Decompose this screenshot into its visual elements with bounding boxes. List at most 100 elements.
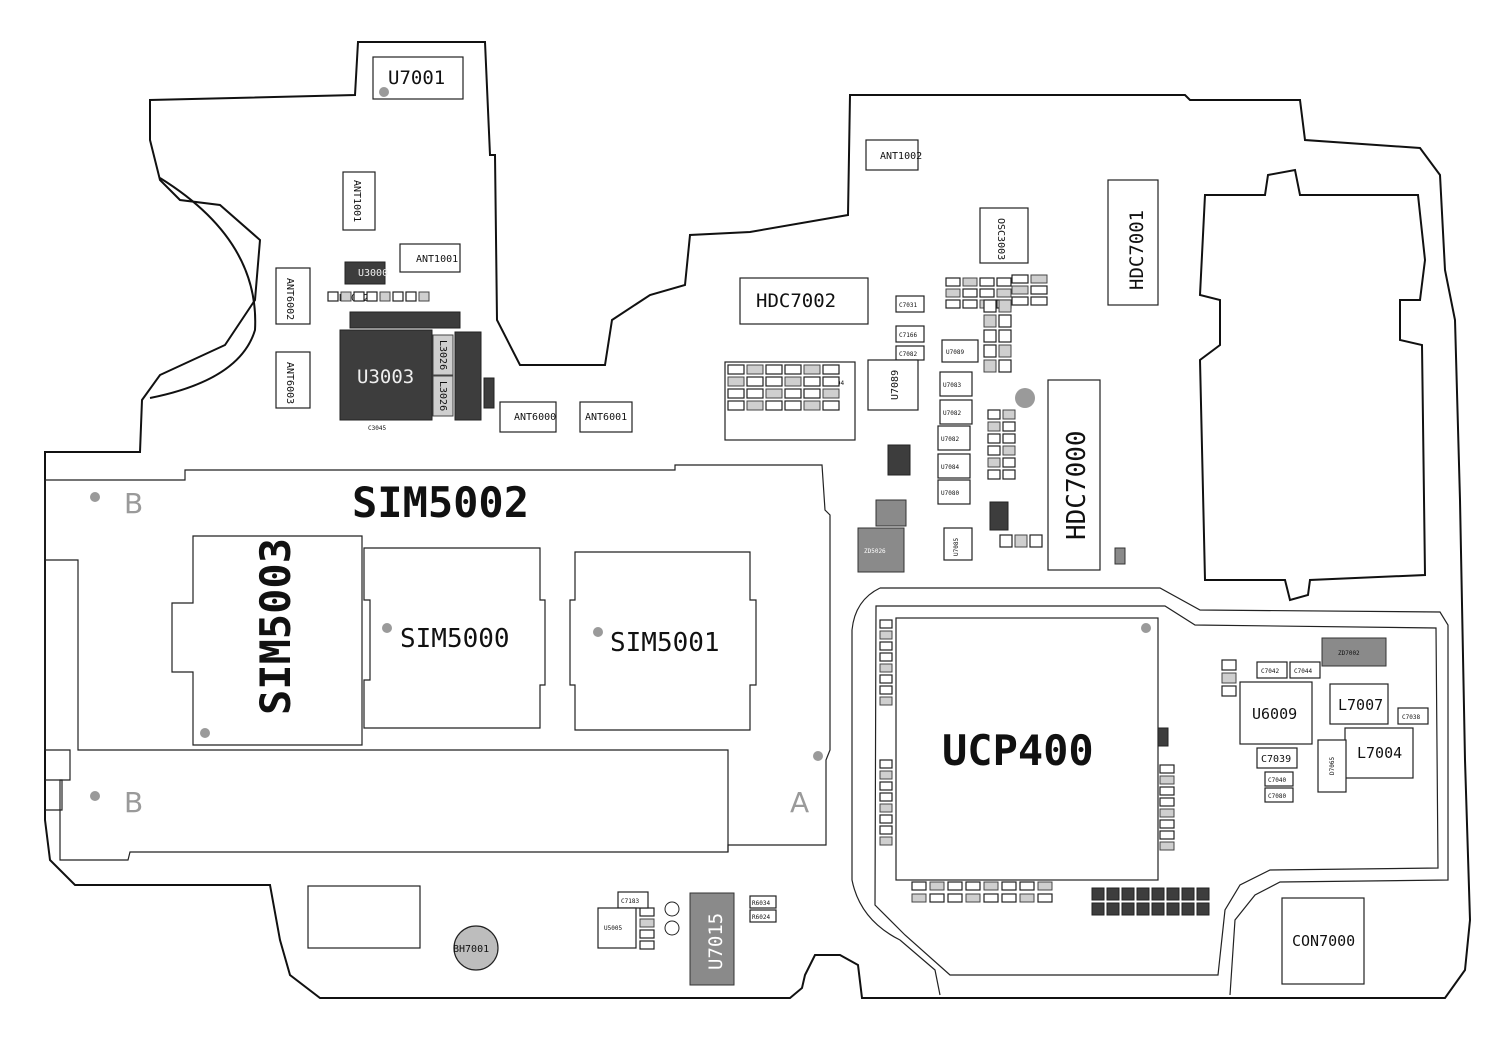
con7000-label: CON7000 xyxy=(1292,932,1355,950)
c7044-package xyxy=(1289,661,1321,679)
passive-component xyxy=(929,893,945,903)
passive-component xyxy=(879,759,893,769)
passive-component xyxy=(987,445,1001,456)
passive-component xyxy=(1221,659,1237,671)
passive-component xyxy=(1002,469,1016,480)
passive-component xyxy=(945,299,961,309)
sim-b-bottom-dot xyxy=(90,791,100,801)
u7080-label: U7080 xyxy=(941,490,959,497)
c7031-package xyxy=(895,295,925,313)
u6009-package xyxy=(1239,681,1313,745)
passive-component xyxy=(879,803,893,813)
hdc7002-label: HDC7002 xyxy=(756,290,836,312)
passive-component xyxy=(822,364,840,375)
passive-component xyxy=(983,329,997,343)
u3000-package xyxy=(344,261,386,285)
c7039-label: C7039 xyxy=(1261,754,1291,765)
passive-component xyxy=(727,388,745,399)
u7083-label: U7083 xyxy=(943,382,961,389)
passive-component xyxy=(353,291,365,302)
passive-component xyxy=(987,469,1001,480)
ant6001-package xyxy=(579,401,633,433)
passive-component xyxy=(1121,887,1135,901)
passive-component xyxy=(879,685,893,695)
sim5000-socket xyxy=(363,547,546,729)
passive-component xyxy=(1159,830,1175,840)
passive-component xyxy=(987,409,1001,420)
passive-component xyxy=(947,893,963,903)
d7065-package xyxy=(1317,739,1347,793)
passive-component xyxy=(1106,902,1120,916)
u3003-side-caps xyxy=(454,331,482,421)
l7007-label: L7007 xyxy=(1338,696,1383,714)
sim-tray-inner xyxy=(44,520,729,852)
passive-component xyxy=(803,364,821,375)
zd7002-label: ZD7002 xyxy=(1338,650,1360,657)
u7085-label: U7085 xyxy=(953,538,960,556)
ant1001-vert-package xyxy=(342,171,376,231)
passive-component xyxy=(1002,433,1016,444)
bottom-round-cap-1 xyxy=(664,901,680,917)
passive-component xyxy=(765,364,783,375)
passive-component xyxy=(983,344,997,358)
passive-component xyxy=(1159,775,1175,785)
passive-component xyxy=(879,781,893,791)
osc3003-package xyxy=(979,207,1029,264)
ant1001-label: ANT1001 xyxy=(416,254,458,265)
passive-component xyxy=(945,277,961,287)
c7166-package xyxy=(895,325,925,343)
right-dark-cap xyxy=(1157,727,1169,747)
c7039-package xyxy=(1256,747,1298,769)
passive-component xyxy=(727,400,745,411)
passive-component xyxy=(1029,534,1043,548)
c7183-label: C7183 xyxy=(621,898,639,905)
sim5000-label: SIM5000 xyxy=(400,624,510,654)
bottom-left-cap-grid xyxy=(307,885,421,949)
passive-component xyxy=(983,314,997,328)
passive-component xyxy=(746,376,764,387)
passive-component xyxy=(1011,296,1029,306)
passive-component xyxy=(962,288,978,298)
passive-component xyxy=(1159,786,1175,796)
passive-component xyxy=(639,929,655,939)
passive-component xyxy=(1159,797,1175,807)
passive-component xyxy=(1019,881,1035,891)
c3045-label: C3045 xyxy=(368,425,386,432)
passive-component xyxy=(879,696,893,706)
passive-component xyxy=(996,288,1012,298)
hdc7000-test-point xyxy=(1015,388,1035,408)
d7065-label: D7065 xyxy=(1329,757,1336,775)
passive-component xyxy=(1030,274,1048,284)
passive-component xyxy=(340,291,352,302)
sim5002-label: SIM5002 xyxy=(352,478,529,527)
sim5001-pin1-dot xyxy=(593,627,603,637)
c7166-label: C7166 xyxy=(899,332,917,339)
ucp400-label: UCP400 xyxy=(942,726,1094,775)
sim-b-top-dot xyxy=(90,492,100,502)
passive-component xyxy=(987,433,1001,444)
passive-component xyxy=(1196,902,1210,916)
bh7001-label: BH7001 xyxy=(453,944,489,955)
passive-component xyxy=(1114,547,1126,565)
passive-component xyxy=(803,400,821,411)
r6024-package xyxy=(749,909,777,923)
passive-component xyxy=(765,376,783,387)
c7040-package xyxy=(1264,771,1294,787)
passive-component xyxy=(727,376,745,387)
bh7001-package xyxy=(453,925,499,971)
passive-component xyxy=(405,291,417,302)
passive-component xyxy=(1181,902,1195,916)
passive-component xyxy=(998,359,1012,373)
sim-b-bottom-label: B xyxy=(124,786,143,819)
passive-component xyxy=(965,881,981,891)
passive-component xyxy=(879,825,893,835)
l3026b-package xyxy=(432,375,454,417)
passive-component xyxy=(996,277,1012,287)
passive-component xyxy=(983,359,997,373)
c7040-label: C7040 xyxy=(1268,777,1286,784)
zd5026-upper-part xyxy=(875,499,907,527)
passive-component xyxy=(962,277,978,287)
passive-component xyxy=(879,674,893,684)
passive-component xyxy=(1181,887,1195,901)
ant6001-label: ANT6001 xyxy=(585,412,627,423)
